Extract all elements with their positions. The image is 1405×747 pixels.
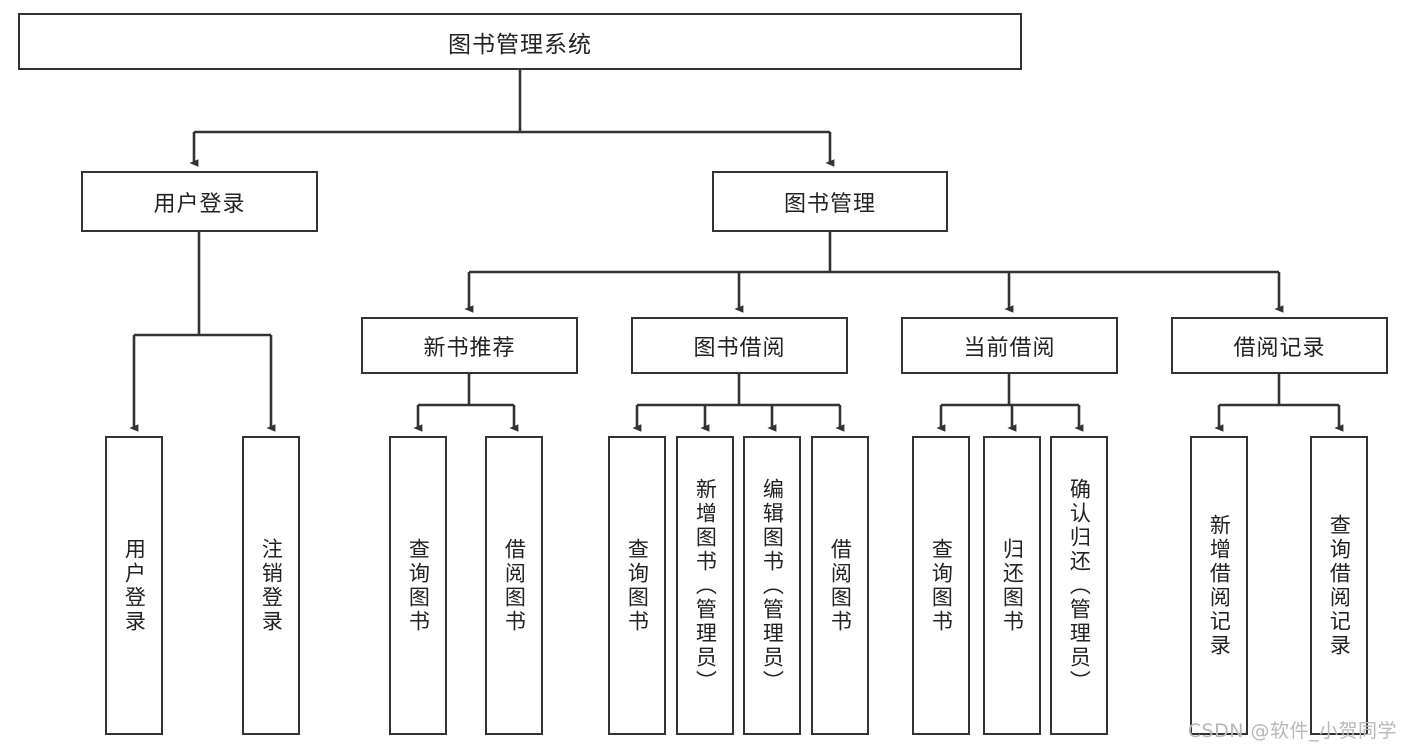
node-leaf-user-login[interactable]: 用户登录 <box>105 436 163 735</box>
node-label: 查询借阅记录 <box>1327 513 1352 658</box>
node-book-borrow[interactable]: 图书借阅 <box>631 317 848 374</box>
node-label: 图书借阅 <box>693 335 786 361</box>
node-label: 查询图书 <box>625 537 650 634</box>
node-current-borrow[interactable]: 当前借阅 <box>901 317 1118 374</box>
node-label: 用户登录 <box>153 191 246 217</box>
node-label: 借阅图书 <box>502 537 527 634</box>
node-label: 注销登录 <box>259 537 284 634</box>
node-label: 图书管理 <box>783 191 876 217</box>
node-label: 查询图书 <box>406 537 431 634</box>
node-leaf-add-book[interactable]: 新增图书（管理员） <box>676 436 734 735</box>
node-leaf-return-book[interactable]: 归还图书 <box>983 436 1041 735</box>
node-new-book-recommend[interactable]: 新书推荐 <box>361 317 578 374</box>
node-label: 图书管理系统 <box>448 31 592 58</box>
node-label: 当前借阅 <box>963 335 1056 361</box>
node-label: 借阅图书 <box>828 537 853 634</box>
node-borrow-record[interactable]: 借阅记录 <box>1171 317 1388 374</box>
node-leaf-logout[interactable]: 注销登录 <box>242 436 300 735</box>
node-leaf-edit-book[interactable]: 编辑图书（管理员） <box>743 436 801 735</box>
node-label: 用户登录 <box>122 537 147 634</box>
watermark-text: CSDN @软件_小贺同学 <box>1187 720 1397 742</box>
node-user-login[interactable]: 用户登录 <box>81 171 318 232</box>
node-label: 借阅记录 <box>1233 335 1326 361</box>
node-label: 编辑图书（管理员） <box>760 477 785 694</box>
node-leaf-borrow-book-1[interactable]: 借阅图书 <box>485 436 543 735</box>
node-leaf-confirm-return[interactable]: 确认归还（管理员） <box>1050 436 1108 735</box>
node-label: 新增借阅记录 <box>1207 513 1232 658</box>
node-leaf-add-record[interactable]: 新增借阅记录 <box>1190 436 1248 735</box>
node-label: 新书推荐 <box>423 335 516 361</box>
node-label: 查询图书 <box>929 537 954 634</box>
node-root-system[interactable]: 图书管理系统 <box>18 13 1022 70</box>
node-leaf-query-book-3[interactable]: 查询图书 <box>912 436 970 735</box>
node-leaf-query-record[interactable]: 查询借阅记录 <box>1310 436 1368 735</box>
node-leaf-query-book-1[interactable]: 查询图书 <box>389 436 447 735</box>
node-label: 新增图书（管理员） <box>693 477 718 694</box>
node-label: 归还图书 <box>1000 537 1025 634</box>
node-book-manage[interactable]: 图书管理 <box>712 171 948 232</box>
node-label: 确认归还（管理员） <box>1067 477 1092 694</box>
node-leaf-borrow-book-2[interactable]: 借阅图书 <box>811 436 869 735</box>
node-leaf-query-book-2[interactable]: 查询图书 <box>608 436 666 735</box>
